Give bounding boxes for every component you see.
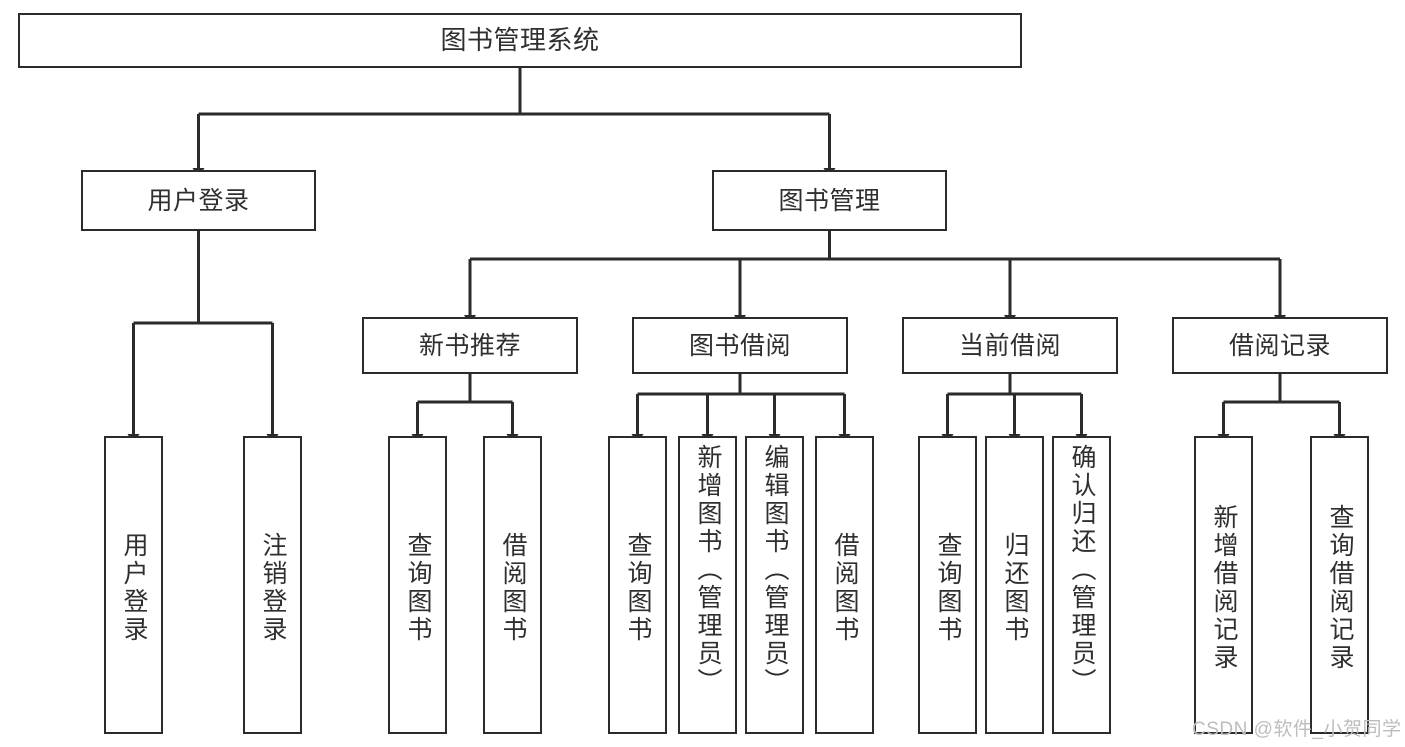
- node-label: 编辑图书（管理员）: [761, 444, 789, 696]
- node-leaf-logout-login[interactable]: 注销登录: [243, 436, 302, 734]
- node-new-book-recommend[interactable]: 新书推荐: [362, 317, 578, 374]
- node-leaf-edit-book-admin[interactable]: 编辑图书（管理员）: [745, 436, 804, 734]
- csdn-watermark: CSDN @软件_小贺同学: [1192, 719, 1402, 740]
- node-book-manage[interactable]: 图书管理: [712, 170, 947, 231]
- node-label: 图书管理系统: [440, 24, 600, 55]
- node-current-borrow[interactable]: 当前借阅: [902, 317, 1118, 374]
- node-label: 查询图书: [624, 532, 652, 644]
- node-user-login[interactable]: 用户登录: [81, 170, 316, 231]
- node-label: 确认归还（管理员）: [1068, 444, 1096, 696]
- node-book-borrow[interactable]: 图书借阅: [632, 317, 848, 374]
- node-label: 查询图书: [404, 532, 432, 644]
- node-leaf-query-borrow-record[interactable]: 查询借阅记录: [1310, 436, 1369, 734]
- node-leaf-borrow-book[interactable]: 借阅图书: [815, 436, 874, 734]
- node-label: 当前借阅: [958, 331, 1061, 360]
- node-label: 查询借阅记录: [1326, 504, 1354, 672]
- node-leaf-return-book[interactable]: 归还图书: [985, 436, 1044, 734]
- node-leaf-confirm-return-admin[interactable]: 确认归还（管理员）: [1052, 436, 1111, 734]
- node-label: 借阅记录: [1228, 331, 1331, 360]
- node-label: 借阅图书: [831, 532, 859, 644]
- node-label: 新增图书（管理员）: [694, 444, 722, 696]
- node-label: 借阅图书: [499, 532, 527, 644]
- node-leaf-borrow-book-recommend[interactable]: 借阅图书: [483, 436, 542, 734]
- node-leaf-user-login[interactable]: 用户登录: [104, 436, 163, 734]
- node-leaf-query-book-recommend[interactable]: 查询图书: [388, 436, 447, 734]
- node-label: 归还图书: [1001, 532, 1029, 644]
- node-label: 新书推荐: [418, 331, 521, 360]
- node-label: 图书管理: [778, 186, 881, 215]
- node-leaf-add-borrow-record[interactable]: 新增借阅记录: [1194, 436, 1253, 734]
- node-label: 查询图书: [934, 532, 962, 644]
- node-label: 注销登录: [259, 532, 287, 644]
- node-label: 用户登录: [147, 186, 250, 215]
- node-label: 图书借阅: [688, 331, 791, 360]
- node-borrow-record[interactable]: 借阅记录: [1172, 317, 1388, 374]
- node-label: 新增借阅记录: [1210, 504, 1238, 672]
- node-leaf-query-book-borrow[interactable]: 查询图书: [608, 436, 667, 734]
- node-label: 用户登录: [120, 532, 148, 644]
- node-root[interactable]: 图书管理系统: [18, 13, 1022, 68]
- node-leaf-add-book-admin[interactable]: 新增图书（管理员）: [678, 436, 737, 734]
- node-leaf-query-book-current[interactable]: 查询图书: [918, 436, 977, 734]
